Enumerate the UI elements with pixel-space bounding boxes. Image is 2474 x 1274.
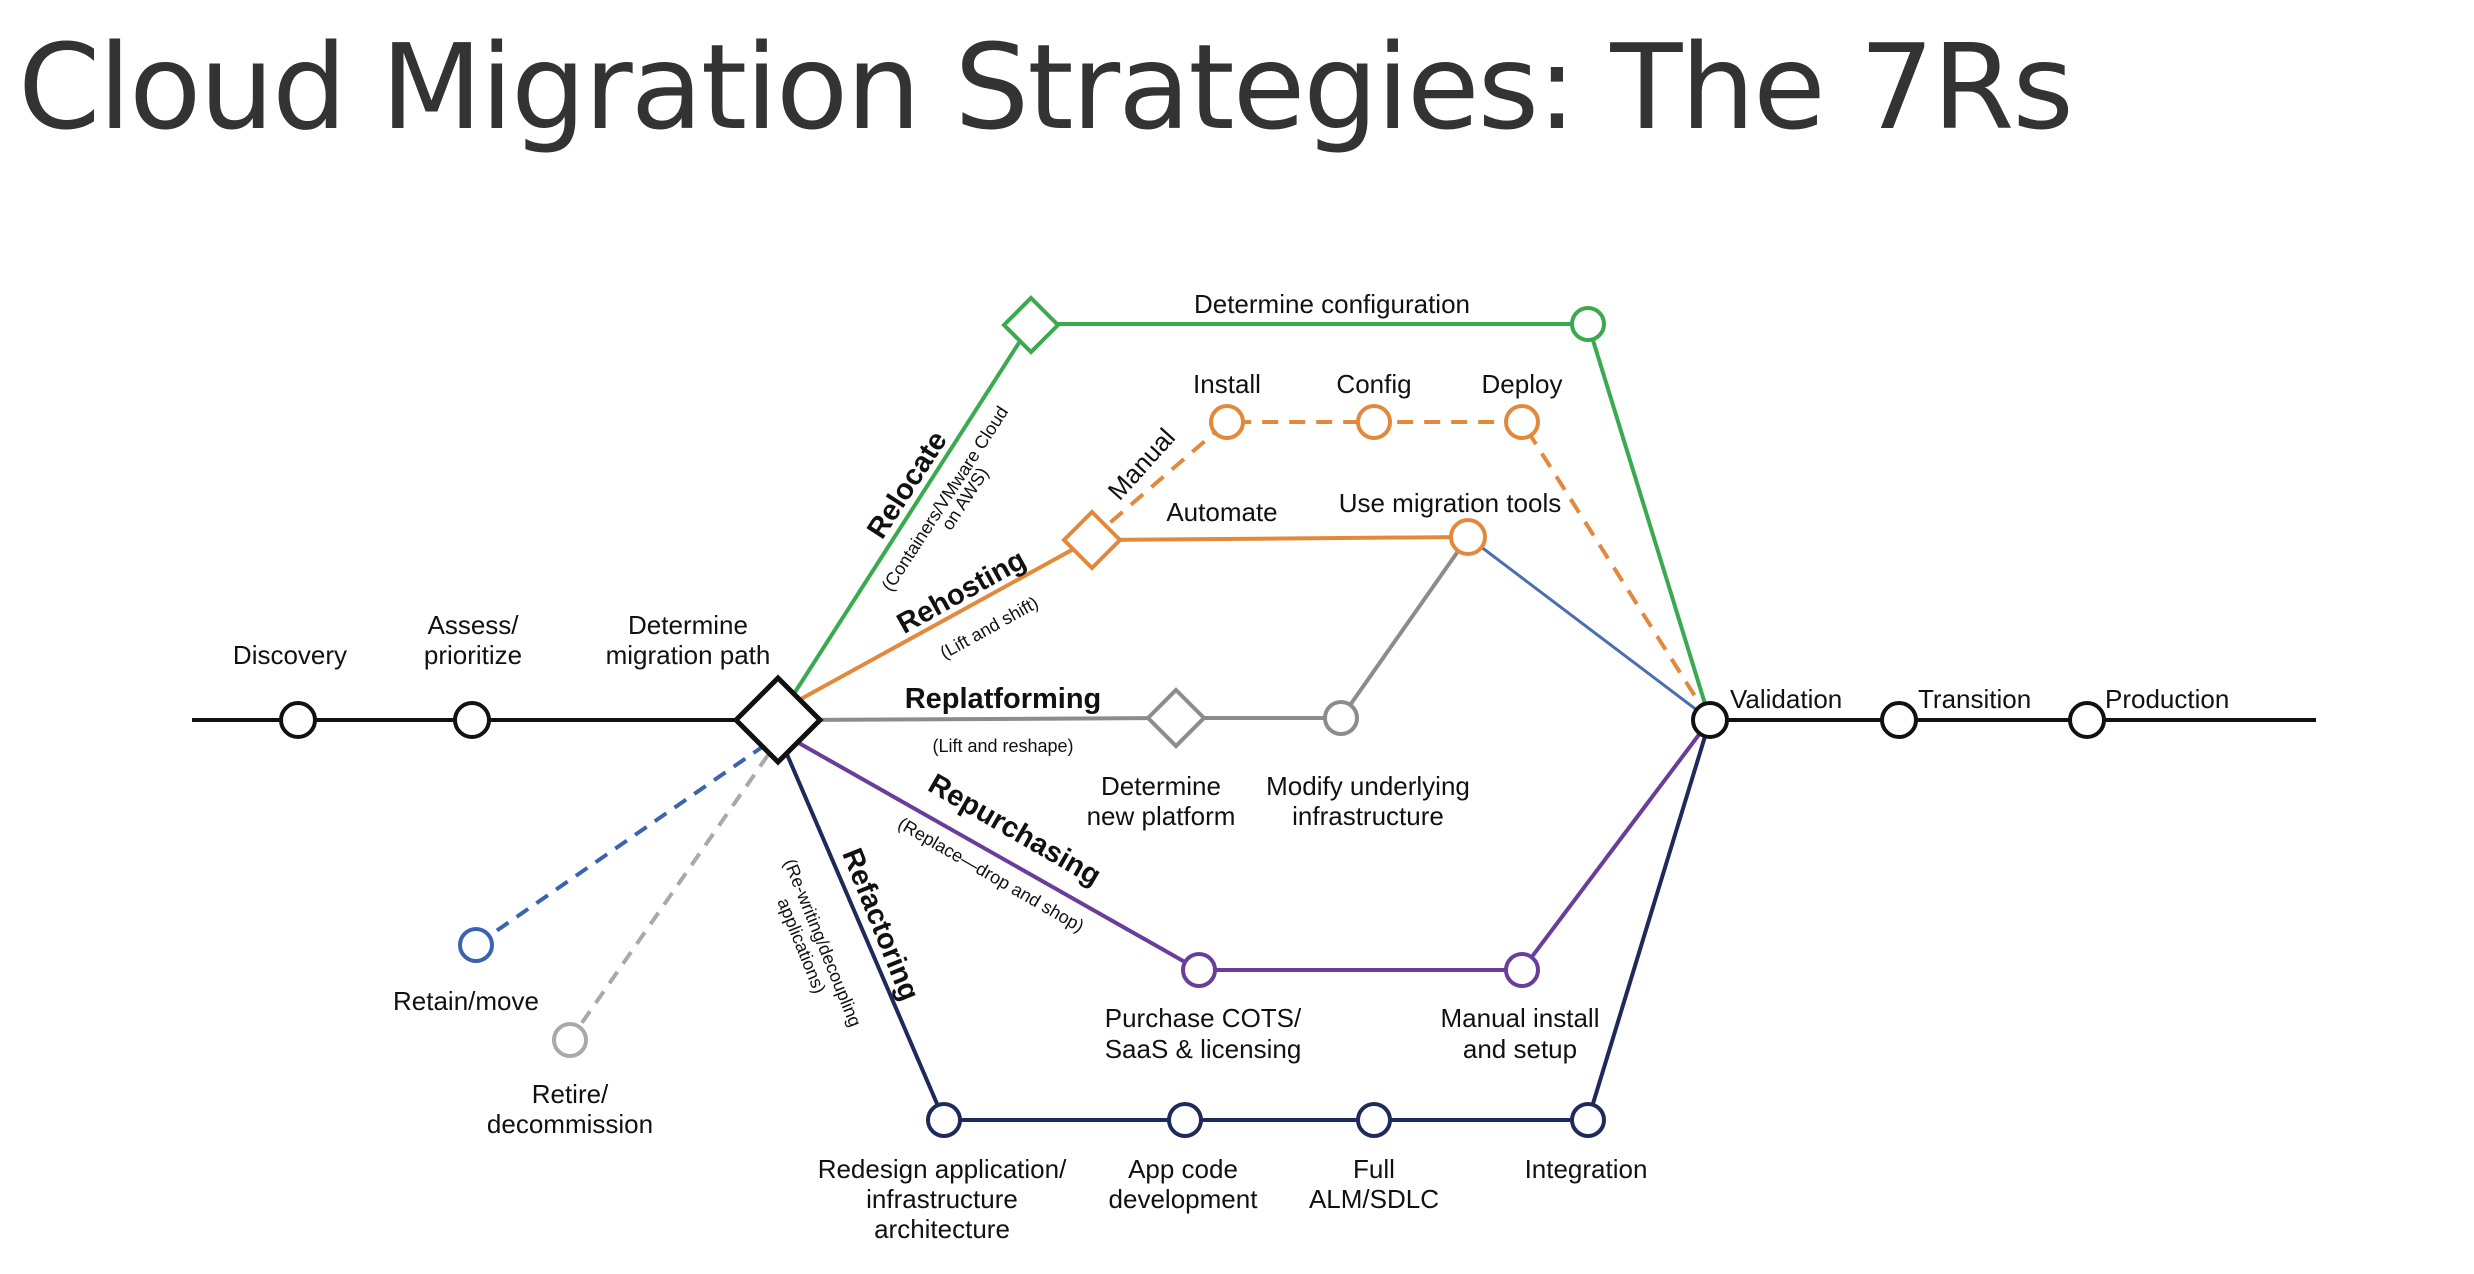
manual-install-label-line2: and setup xyxy=(1463,1034,1577,1064)
retire-label-line1: Retire/ xyxy=(532,1079,609,1109)
replatforming-label: Replatforming xyxy=(905,683,1102,715)
purchase-label-line2: SaaS & licensing xyxy=(1105,1034,1302,1064)
page-title: Cloud Migration Strategies: The 7Rs xyxy=(18,18,2074,156)
rehost-diamond xyxy=(1061,509,1123,571)
replatform-diamond xyxy=(1145,687,1207,749)
refactor-path xyxy=(781,719,1712,1122)
replatforming-sub-label: (Lift and reshape) xyxy=(932,736,1073,756)
migration-tools-node xyxy=(1449,518,1487,556)
relocate-diamond xyxy=(1001,295,1061,355)
redesign-label-line2: infrastructure xyxy=(866,1184,1018,1214)
tools-to-validation-path xyxy=(1467,535,1711,722)
production-node xyxy=(2068,701,2106,739)
manual-install-node xyxy=(1504,952,1540,988)
replatform-path xyxy=(794,535,1470,722)
redesign-node xyxy=(926,1102,962,1138)
repurchase-path xyxy=(789,718,1712,972)
install-label: Install xyxy=(1193,369,1261,399)
production-label: Production xyxy=(2105,684,2229,714)
integration-node xyxy=(1570,1102,1606,1138)
modify-infrastructure-label-line1: Modify underlying xyxy=(1266,771,1470,801)
modify-infrastructure-label-line2: infrastructure xyxy=(1292,801,1444,831)
app-code-label-line2: development xyxy=(1109,1184,1259,1214)
retire-path xyxy=(568,753,770,1042)
discovery-label: Discovery xyxy=(233,640,347,670)
validation-node xyxy=(1691,701,1729,739)
determine-path-label-line1: Determine xyxy=(628,610,748,640)
config-label: Config xyxy=(1336,369,1411,399)
integration-label: Integration xyxy=(1525,1154,1648,1184)
new-platform-label-line2: new platform xyxy=(1087,801,1236,831)
manual-install-label-line1: Manual install xyxy=(1441,1003,1600,1033)
determine-path-label-line2: migration path xyxy=(606,640,771,670)
retire-node xyxy=(552,1022,588,1058)
relocate-step-label: Determine configuration xyxy=(1194,289,1470,319)
alm-label-line1: Full xyxy=(1353,1154,1395,1184)
determine-path-diamond xyxy=(732,674,824,766)
alm-label-line2: ALM/SDLC xyxy=(1309,1184,1439,1214)
relocate-end-node xyxy=(1570,306,1606,342)
purchase-label-line1: Purchase COTS/ xyxy=(1105,1003,1302,1033)
new-platform-label-line1: Determine xyxy=(1101,771,1221,801)
redesign-label-line1: Redesign application/ xyxy=(818,1154,1067,1184)
assess-label-line1: Assess/ xyxy=(427,610,519,640)
install-node xyxy=(1209,404,1245,440)
app-code-node xyxy=(1167,1102,1203,1138)
app-code-label-line1: App code xyxy=(1128,1154,1238,1184)
relocate-label: Relocate xyxy=(861,426,954,545)
alm-node xyxy=(1356,1102,1392,1138)
validation-label: Validation xyxy=(1730,684,1842,714)
assess-label-line2: prioritize xyxy=(424,640,522,670)
retire-label-line2: decommission xyxy=(487,1109,653,1139)
rehost-manual-path xyxy=(1088,420,1712,722)
discovery-node xyxy=(279,701,317,739)
purchase-node xyxy=(1181,952,1217,988)
config-node xyxy=(1356,404,1392,440)
redesign-label-line3: architecture xyxy=(874,1214,1010,1244)
automate-label: Automate xyxy=(1166,497,1277,527)
deploy-node xyxy=(1504,404,1540,440)
retain-label: Retain/move xyxy=(393,986,539,1016)
modify-infrastructure-node xyxy=(1323,700,1359,736)
migration-tools-label: Use migration tools xyxy=(1339,488,1562,518)
retain-path xyxy=(474,743,767,947)
transition-label: Transition xyxy=(1918,684,2031,714)
retain-node xyxy=(458,927,494,963)
relocate-path xyxy=(788,322,1712,721)
transition-node xyxy=(1880,701,1918,739)
assess-node xyxy=(453,701,491,739)
deploy-label: Deploy xyxy=(1482,369,1563,399)
